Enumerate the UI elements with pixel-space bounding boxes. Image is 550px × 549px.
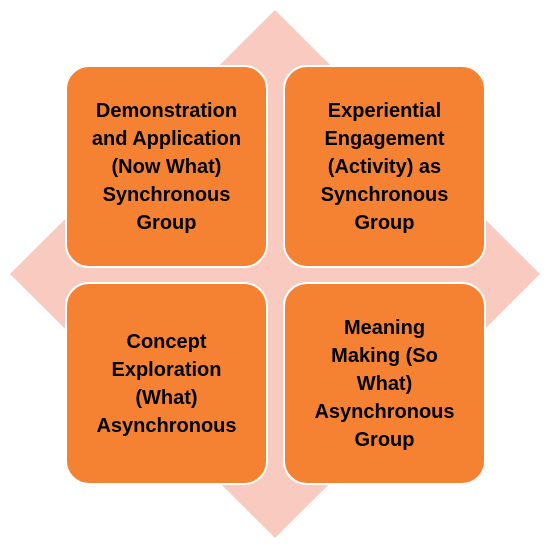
quadrant-bottom-left: Concept Exploration (What) Asynchronous [65,282,268,485]
quadrant-top-left-label: Demonstration and Application (Now What)… [91,99,242,234]
quadrant-top-right-label: Experiential Engagement (Activity) as Sy… [320,99,449,234]
quadrant-bottom-right-label: Meaning Making (So What) Asynchronous Gr… [314,316,455,451]
quadrant-top-left: Demonstration and Application (Now What)… [65,65,268,268]
quadrant-top-right: Experiential Engagement (Activity) as Sy… [283,65,486,268]
quadrant-bottom-left-label: Concept Exploration (What) Asynchronous [96,330,237,437]
quadrant-bottom-right: Meaning Making (So What) Asynchronous Gr… [283,282,486,485]
